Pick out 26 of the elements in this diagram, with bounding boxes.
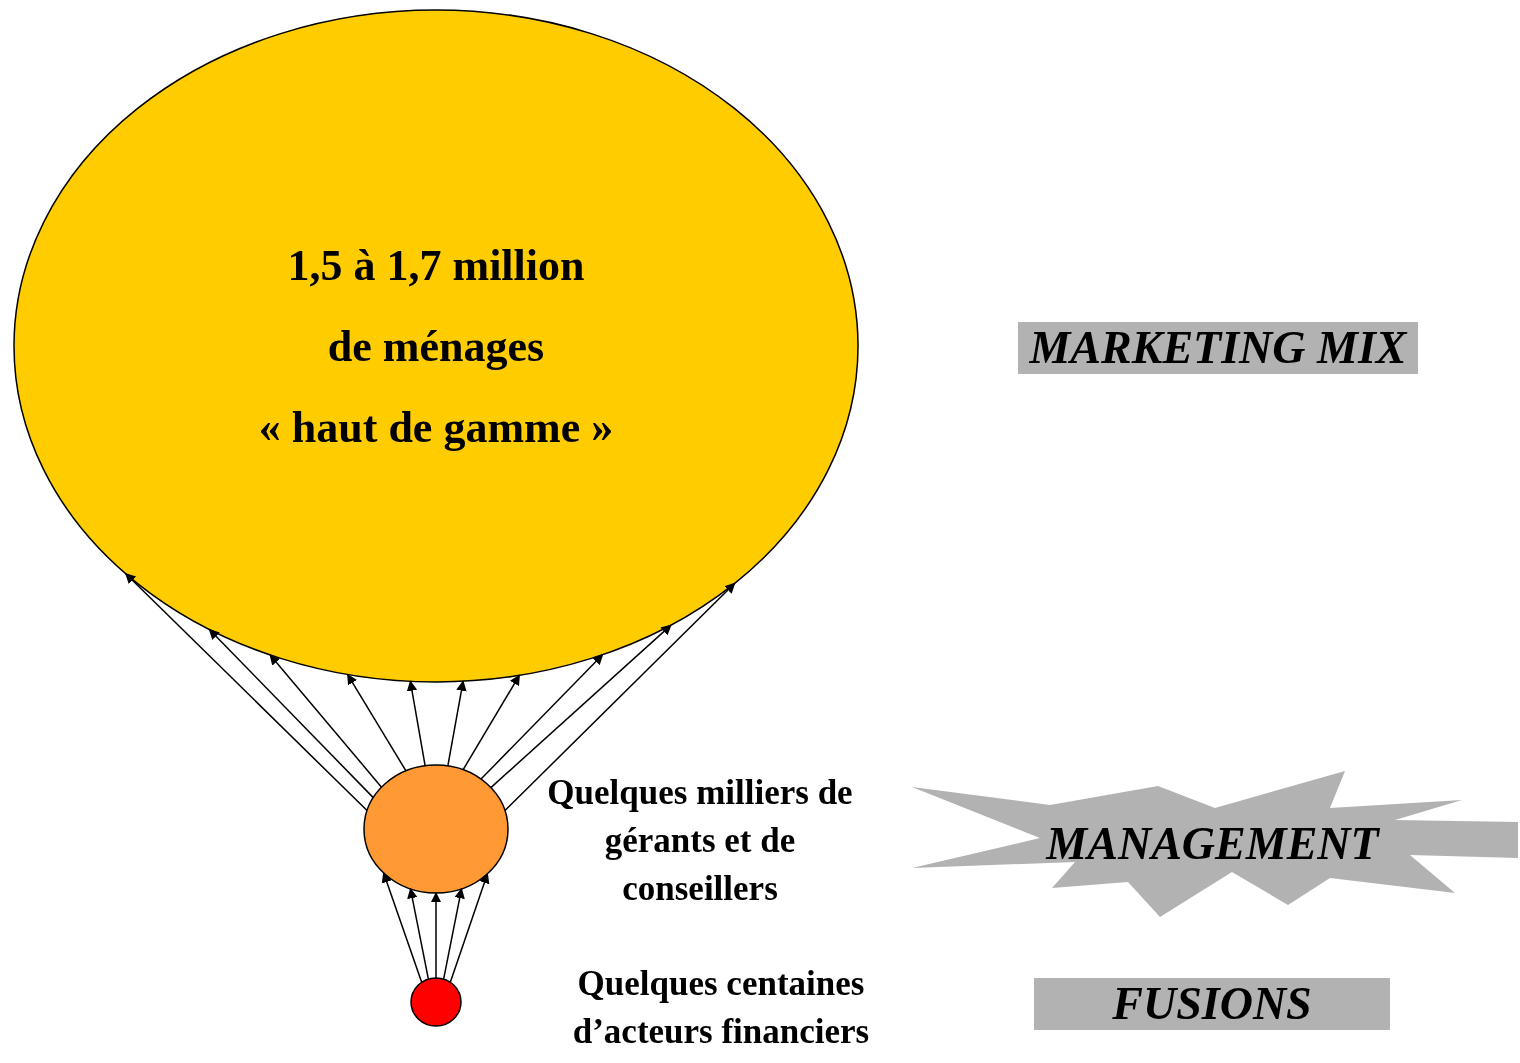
arrow	[442, 887, 465, 980]
arrow	[447, 680, 467, 767]
label-box	[1034, 978, 1390, 1030]
node-label: FUSIONS	[1112, 981, 1312, 1027]
arrow	[462, 674, 521, 771]
arrow	[449, 872, 490, 984]
arrow	[407, 887, 430, 980]
arrow	[269, 654, 383, 788]
arrow	[406, 680, 426, 767]
arrow	[125, 573, 368, 812]
node-text: « haut de gamme »	[258, 401, 614, 454]
arrow	[208, 628, 374, 799]
arrow	[490, 624, 672, 789]
node-text: 1,5 à 1,7 million	[287, 239, 585, 292]
arrow	[504, 582, 736, 812]
ellipse-node	[14, 10, 858, 682]
node-caption: Quelques milliers de gérants et de conseillers	[546, 772, 854, 910]
arrow	[381, 871, 423, 984]
arrow	[430, 891, 442, 979]
arrow	[480, 653, 604, 780]
arrow	[346, 673, 407, 772]
node-caption: Quelques centaines d’acteurs financiers	[571, 963, 871, 1053]
node-label: MANAGEMENT	[1046, 821, 1379, 867]
node-label: MARKETING MIX	[1029, 325, 1407, 371]
node-text: de ménages	[327, 320, 545, 373]
label-box	[1018, 322, 1418, 374]
